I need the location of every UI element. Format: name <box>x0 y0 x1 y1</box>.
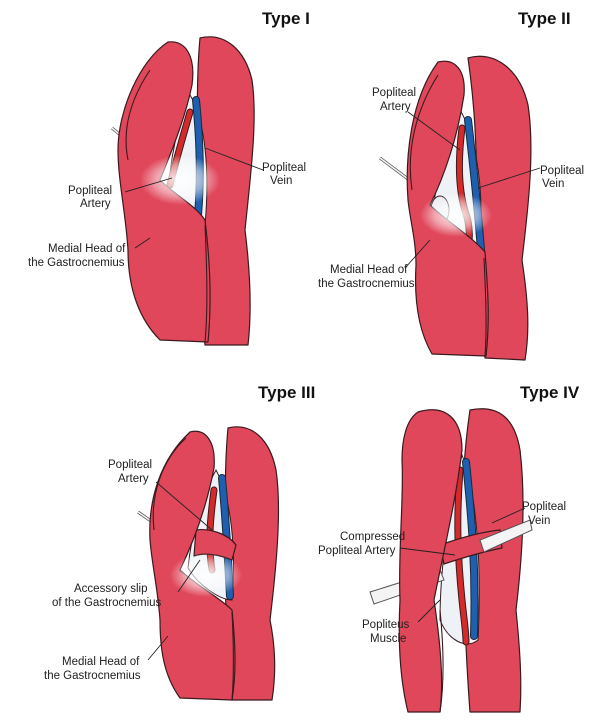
medial-head-label: Medial Head of <box>330 264 408 276</box>
panel-title: Type IV <box>520 383 580 402</box>
popliteal-artery-label: Popliteal <box>372 87 416 99</box>
compressed-artery-label: Compressed <box>340 531 405 543</box>
popliteal-vein-label: Popliteal <box>522 501 566 513</box>
popliteus-label: Popliteus <box>362 619 410 631</box>
svg-text:Vein: Vein <box>528 515 550 527</box>
medial-head-label: Medial Head of <box>62 656 140 668</box>
panel-title: Type III <box>258 383 315 402</box>
popliteal-artery-label: Popliteal <box>68 185 112 197</box>
svg-text:Muscle: Muscle <box>370 633 406 645</box>
panel-type-1: Type I Popliteal Vein Popliteal Artery M… <box>28 9 310 345</box>
popliteal-vein-label: Popliteal <box>540 165 584 177</box>
svg-text:of the Gastrocnemius: of the Gastrocnemius <box>52 597 162 609</box>
medial-head-label: Medial Head of <box>48 243 126 255</box>
svg-text:Artery: Artery <box>80 198 111 210</box>
panel-type-3: Type III Popliteal Artery Accessory slip… <box>44 383 315 700</box>
svg-text:the Gastrocnemius: the Gastrocnemius <box>28 257 125 269</box>
svg-text:Artery: Artery <box>118 473 149 485</box>
svg-text:Popliteal Artery: Popliteal Artery <box>318 545 396 557</box>
panel-type-2: Type II Popliteal Artery Popliteal Vein … <box>318 9 584 360</box>
popliteal-artery-label: Popliteal <box>108 459 152 471</box>
panel-title: Type I <box>262 9 310 28</box>
panel-type-4: Type IV Popliteal Vein Compressed Poplit… <box>318 383 580 712</box>
svg-text:the Gastrocnemius: the Gastrocnemius <box>44 670 141 682</box>
svg-text:Vein: Vein <box>270 175 292 187</box>
panel-title: Type II <box>518 9 571 28</box>
svg-text:Vein: Vein <box>542 178 564 190</box>
popliteal-vein-label: Popliteal <box>262 162 306 174</box>
svg-text:Artery: Artery <box>380 101 411 113</box>
accessory-slip-label: Accessory slip <box>74 583 148 595</box>
svg-text:the Gastrocnemius: the Gastrocnemius <box>318 278 415 290</box>
